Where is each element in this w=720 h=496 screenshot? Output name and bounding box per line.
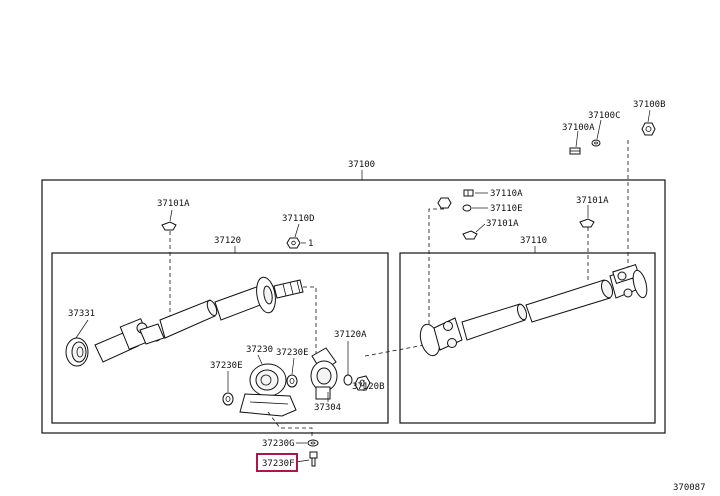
washer-37230G[interactable] [307, 439, 319, 447]
subframe-rear-shaft [399, 252, 656, 424]
leader-37101A-left [169, 209, 173, 222]
washer-37110E[interactable] [462, 204, 472, 212]
rear-propeller-shaft-37110[interactable] [417, 263, 649, 358]
label-37230[interactable]: 37230 [246, 345, 273, 355]
bolt-37110A[interactable] [463, 189, 474, 197]
leader-37230 [257, 354, 263, 365]
label-37120B[interactable]: 37120B [352, 382, 385, 392]
highlight-box-37230F [256, 453, 298, 472]
washer-37230E-right[interactable] [286, 374, 298, 388]
label-37230E-left[interactable]: 37230E [210, 361, 243, 371]
label-37120A[interactable]: 37120A [334, 330, 367, 340]
label-37110E[interactable]: 37110E [490, 204, 523, 214]
leader-37101A-mid [475, 223, 486, 233]
guide-dash-nut [428, 208, 444, 330]
label-37100[interactable]: 37100 [348, 160, 375, 170]
clip-37101A-mid[interactable] [462, 230, 478, 240]
label-37120[interactable]: 37120 [214, 236, 241, 246]
label-37100C[interactable]: 37100C [588, 111, 621, 121]
center-bearing-37230[interactable] [239, 363, 297, 417]
label-37110A[interactable]: 37110A [490, 189, 523, 199]
label-37100B[interactable]: 37100B [633, 100, 666, 110]
label-37100A[interactable]: 37100A [562, 123, 595, 133]
leader-37230E-right [291, 357, 295, 375]
leader-37100A [575, 130, 579, 148]
washer-37230E-left[interactable] [222, 392, 234, 406]
bolt-37100B[interactable] [641, 122, 656, 136]
nut-37110D[interactable] [286, 237, 301, 249]
guide-dash-spline [303, 286, 317, 354]
clip-37101A-left[interactable] [161, 221, 177, 231]
label-37331[interactable]: 37331 [68, 309, 95, 319]
bolt-37230F[interactable] [309, 451, 318, 467]
label-37101A-left[interactable]: 37101A [157, 199, 190, 209]
washer-37120A[interactable] [343, 374, 353, 386]
leader-37230F [295, 459, 310, 463]
leader-37100C [596, 119, 602, 140]
label-37101A-right[interactable]: 37101A [576, 196, 609, 206]
front-propeller-shaft-37120[interactable] [65, 276, 304, 367]
label-37110D[interactable]: 37110D [282, 214, 315, 224]
leader-37100B [647, 109, 651, 123]
bolt-37100A[interactable] [569, 147, 581, 155]
leader-37331 [75, 319, 89, 339]
label-37304[interactable]: 37304 [314, 403, 341, 413]
guide-dash-bracket-bolt [267, 411, 313, 438]
label-37101A-mid[interactable]: 37101A [486, 219, 519, 229]
leader-37110D [294, 223, 300, 238]
label-37230F[interactable]: 37230F [262, 459, 295, 469]
label-1[interactable]: 1 [308, 239, 313, 249]
label-37230E-right[interactable]: 37230E [276, 348, 309, 358]
washer-37100C[interactable] [591, 139, 601, 147]
subframe-front-shaft [51, 252, 389, 424]
label-37230G[interactable]: 37230G [262, 439, 295, 449]
nut-37110-top[interactable] [437, 197, 452, 209]
nut-37120B[interactable] [354, 375, 371, 391]
assembly-frame-37100 [41, 179, 666, 434]
label-37110[interactable]: 37110 [520, 236, 547, 246]
clip-37101A-right[interactable] [579, 218, 595, 228]
label-diagram-code: 370087 [673, 483, 706, 493]
flange-37304[interactable] [310, 347, 338, 400]
